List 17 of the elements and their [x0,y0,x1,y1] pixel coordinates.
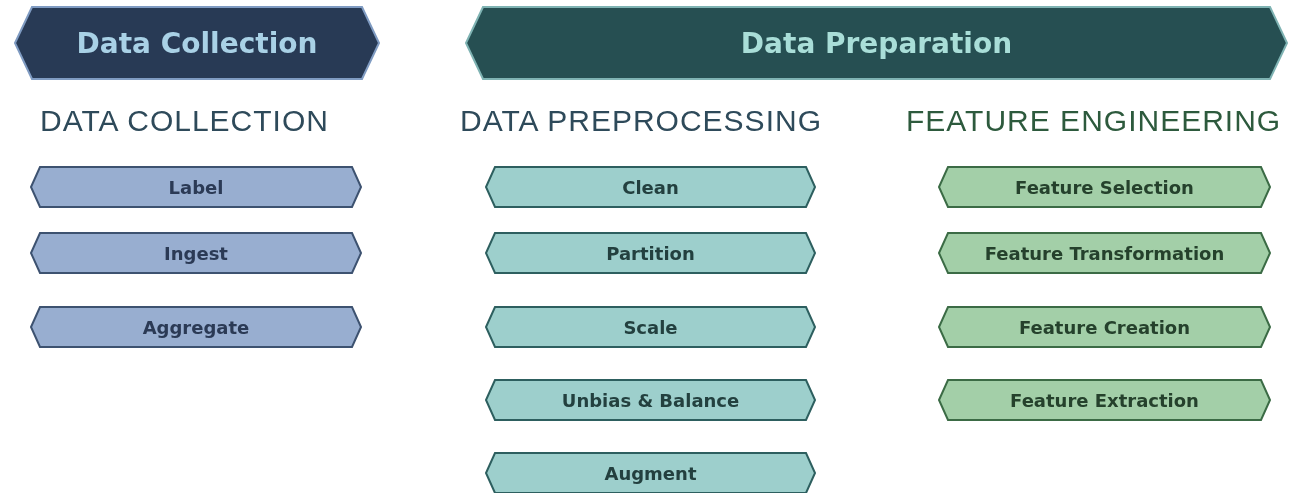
tag: Label [30,166,362,208]
banner: Data Collection [14,6,380,80]
banner: Data Preparation [465,6,1288,80]
tag: Feature Selection [938,166,1271,208]
column-heading: FEATURE ENGINEERING [906,104,1282,138]
tag: Feature Extraction [938,379,1271,421]
tag: Partition [485,232,816,274]
tag: Ingest [30,232,362,274]
tag: Clean [485,166,816,208]
tag: Scale [485,306,816,348]
tag: Feature Creation [938,306,1271,348]
tag: Augment [485,452,816,493]
column-heading: DATA PREPROCESSING [460,104,822,138]
column-heading: DATA COLLECTION [40,104,329,138]
tag: Unbias & Balance [485,379,816,421]
tag: Aggregate [30,306,362,348]
tag: Feature Transformation [938,232,1271,274]
